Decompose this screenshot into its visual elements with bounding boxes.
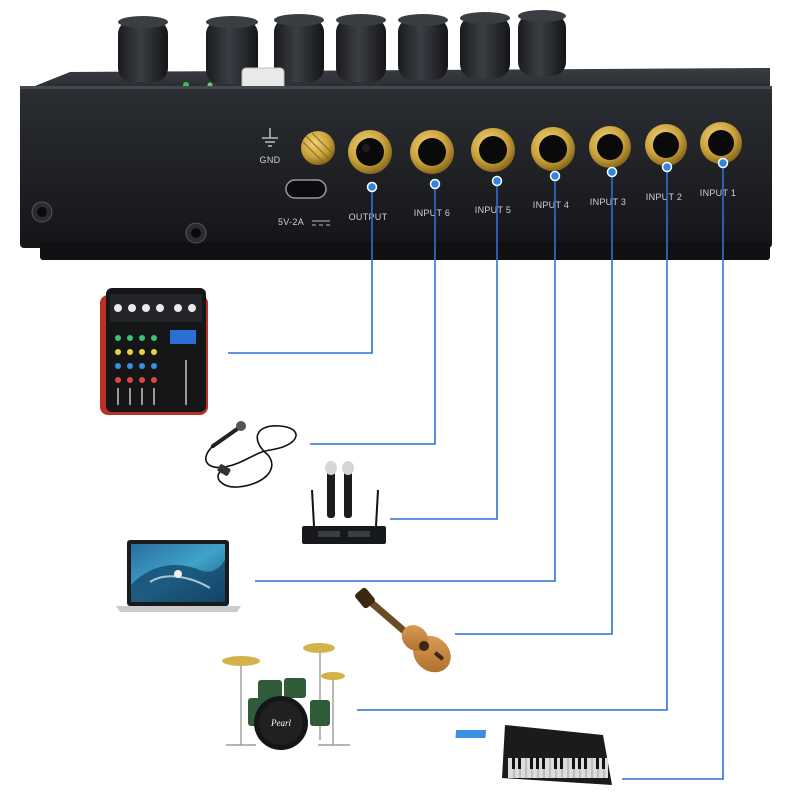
- usb-c-port[interactable]: [285, 179, 327, 199]
- connection-line-input-1: [622, 164, 724, 780]
- connector-dot-icon: [491, 175, 503, 187]
- jack-output[interactable]: OUTPUT: [348, 130, 392, 222]
- connection-line-input-6: [310, 185, 436, 445]
- mixer-console-image: [100, 288, 208, 415]
- jack-label: INPUT 6: [414, 208, 450, 218]
- jack-label: INPUT 4: [533, 200, 569, 210]
- jack-input-5[interactable]: INPUT 5: [471, 128, 515, 215]
- side-jack-right: [185, 222, 207, 244]
- connector-dot-icon: [429, 178, 441, 190]
- jack-label: OUTPUT: [349, 212, 388, 222]
- connector-dot-icon: [366, 181, 378, 193]
- side-jack-left: [31, 201, 53, 223]
- mixer-front-panel: [20, 86, 772, 248]
- jack-label: INPUT 3: [590, 197, 626, 207]
- connection-line-input-2: [357, 168, 668, 711]
- connector-dot-icon: [717, 157, 729, 169]
- mini-audio-mixer: GND 5V-2A OUTPUT INPUT 6 INPU: [20, 10, 772, 260]
- jack-label: INPUT 5: [475, 205, 511, 215]
- drum-kit-image: Pearl: [222, 643, 350, 750]
- wired-microphone-image: [205, 421, 297, 488]
- connector-dot-icon: [606, 166, 618, 178]
- knob-icon[interactable]: [398, 14, 448, 80]
- knob-icon[interactable]: [518, 10, 566, 76]
- connection-line-output: [228, 188, 373, 354]
- knob-icon[interactable]: [118, 16, 168, 82]
- ground-icon: [262, 128, 278, 147]
- ground-terminal: GND: [260, 128, 335, 165]
- drum-logo: Pearl: [270, 718, 291, 728]
- jack-input-1[interactable]: INPUT 1: [700, 122, 742, 198]
- electronic-keyboard-image: [455, 725, 612, 785]
- knob-icon[interactable]: [460, 12, 510, 78]
- laptop-image: [116, 540, 241, 612]
- dc-symbol-icon: [312, 220, 330, 226]
- jack-input-2[interactable]: INPUT 2: [645, 124, 687, 202]
- ground-label: GND: [260, 155, 281, 165]
- knob-icon[interactable]: [336, 14, 386, 82]
- connection-line-input-3: [455, 173, 613, 635]
- jack-label: INPUT 1: [700, 188, 736, 198]
- jack-input-3[interactable]: INPUT 3: [589, 126, 631, 207]
- connection-line-input-5: [390, 182, 498, 520]
- knob-icon[interactable]: [274, 14, 324, 82]
- jack-input-4[interactable]: INPUT 4: [531, 127, 575, 210]
- jack-label: INPUT 2: [646, 192, 682, 202]
- connector-dots: [366, 157, 729, 193]
- wireless-microphone-receiver-image: [302, 461, 386, 544]
- ukulele-image: [355, 587, 451, 673]
- connector-dot-icon: [549, 170, 561, 182]
- apple-logo-icon: [174, 570, 182, 578]
- connector-dot-icon: [661, 161, 673, 173]
- connection-line-input-4: [255, 177, 556, 582]
- knob-row: [118, 10, 566, 84]
- connection-lines: [228, 164, 724, 780]
- power-label: 5V-2A: [278, 217, 304, 227]
- jack-input-6[interactable]: INPUT 6: [410, 130, 454, 218]
